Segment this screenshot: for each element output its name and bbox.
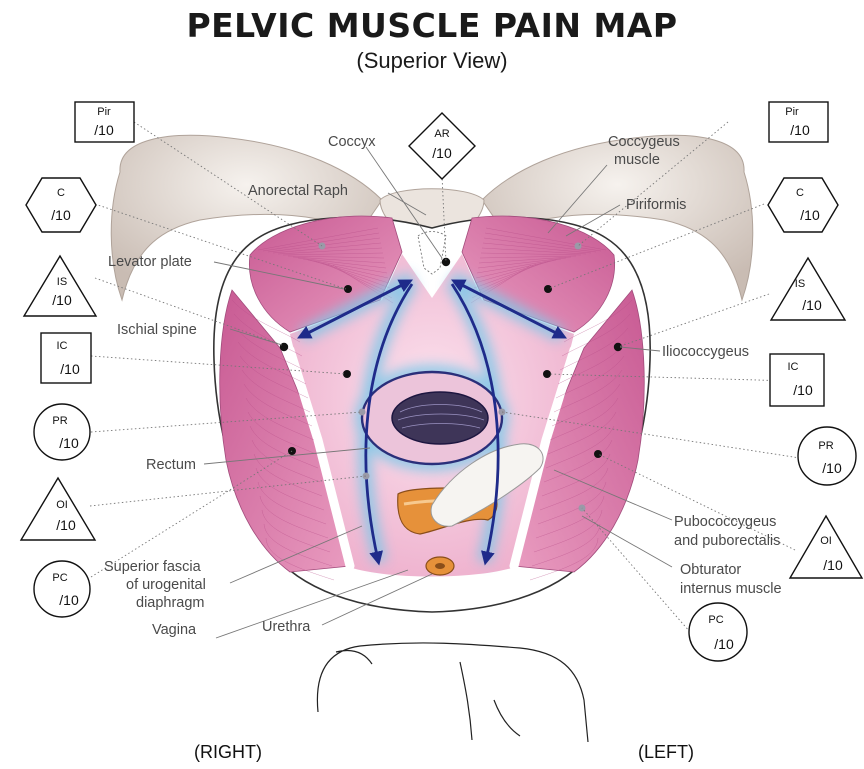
label-coccygeus-1: Coccygeus — [608, 134, 680, 150]
left-c-value: /10 — [800, 207, 820, 223]
ar-score-box[interactable]: AR /10 — [409, 113, 475, 179]
label-rectum: Rectum — [146, 457, 196, 473]
left-is-code: IS — [795, 278, 805, 290]
left-pr-box[interactable]: PR /10 — [798, 427, 856, 485]
urethra-lumen — [435, 563, 445, 569]
label-urethra: Urethra — [262, 619, 311, 635]
right-pir-code: Pir — [97, 106, 111, 118]
pubic-bone-outline — [317, 643, 588, 742]
left-oi-value: /10 — [823, 557, 843, 573]
label-superior-fascia-1: Superior fascia — [104, 559, 202, 575]
left-pir-code: Pir — [785, 106, 799, 118]
left-ic-code: IC — [788, 361, 799, 373]
right-c-code: C — [57, 187, 65, 199]
right-pr-value: /10 — [59, 435, 79, 451]
right-pr-box[interactable]: PR /10 — [34, 404, 90, 460]
ar-code: AR — [434, 128, 449, 140]
label-piriformis: Piriformis — [626, 197, 686, 213]
label-anorectal-raph: Anorectal Raph — [248, 183, 348, 199]
side-label-left: (LEFT) — [638, 742, 694, 762]
left-pc-box[interactable]: PC /10 — [689, 603, 747, 661]
right-pc-value: /10 — [59, 592, 79, 608]
right-ic-code: IC — [57, 340, 68, 352]
label-pubococcygeus-1: Pubococcygeus — [674, 514, 776, 530]
right-pc-code: PC — [52, 572, 67, 584]
label-levator-plate: Levator plate — [108, 254, 192, 270]
left-ic-box[interactable]: IC /10 — [770, 354, 824, 406]
right-pr-code: PR — [52, 415, 67, 427]
left-is-box[interactable]: IS /10 — [771, 258, 845, 320]
left-pr-value: /10 — [822, 460, 842, 476]
right-c-value: /10 — [51, 207, 71, 223]
right-pir-value: /10 — [94, 122, 114, 138]
left-pir-box[interactable]: Pir /10 — [769, 102, 828, 142]
left-pr-code: PR — [818, 440, 833, 452]
right-ic-value: /10 — [60, 361, 80, 377]
label-iliococcygeus: Iliococcygeus — [662, 344, 749, 360]
side-label-right: (RIGHT) — [194, 742, 262, 762]
right-is-box[interactable]: IS /10 — [24, 256, 96, 316]
right-pc-box[interactable]: PC /10 — [34, 561, 90, 617]
label-ischial-spine: Ischial spine — [117, 322, 197, 338]
left-ic-value: /10 — [793, 382, 813, 398]
left-pc-code: PC — [708, 614, 723, 626]
left-c-box[interactable]: C /10 — [768, 178, 838, 232]
left-oi-box[interactable]: OI /10 — [790, 516, 862, 578]
rectum-lumen — [392, 392, 488, 444]
right-ic-box[interactable]: IC /10 — [41, 333, 91, 383]
right-oi-code: OI — [56, 499, 68, 511]
label-superior-fascia-2: of urogenital — [126, 577, 206, 593]
left-pir-value: /10 — [790, 122, 810, 138]
label-superior-fascia-3: diaphragm — [136, 595, 205, 611]
left-oi-code: OI — [820, 535, 832, 547]
label-obturator-1: Obturator — [680, 562, 741, 578]
right-is-code: IS — [57, 276, 67, 288]
right-is-value: /10 — [52, 292, 72, 308]
right-c-box[interactable]: C /10 — [26, 178, 96, 232]
left-is-value: /10 — [802, 297, 822, 313]
label-vagina: Vagina — [152, 622, 197, 638]
ar-value: /10 — [432, 145, 452, 161]
left-c-code: C — [796, 187, 804, 199]
right-oi-value: /10 — [56, 517, 76, 533]
label-coccygeus-2: muscle — [614, 152, 660, 168]
label-coccyx: Coccyx — [328, 134, 376, 150]
right-pir-box[interactable]: Pir /10 — [75, 102, 134, 142]
label-obturator-2: internus muscle — [680, 581, 782, 597]
label-pubococcygeus-2: and puborectalis — [674, 533, 780, 549]
left-pc-value: /10 — [714, 636, 734, 652]
right-oi-box[interactable]: OI /10 — [21, 478, 95, 540]
